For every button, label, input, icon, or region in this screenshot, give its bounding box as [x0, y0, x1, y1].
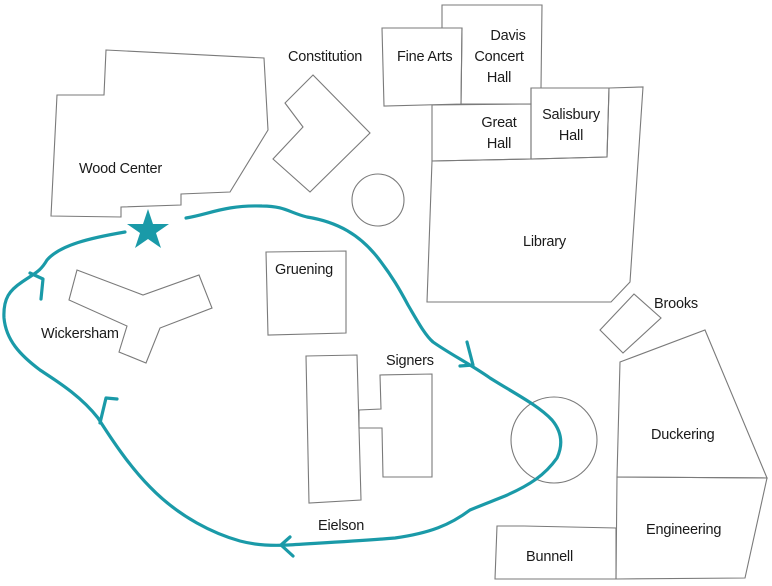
- route-path[interactable]: [2, 204, 563, 547]
- building-wood-center[interactable]: [50, 49, 269, 218]
- route-arrow-northeast-icon: [28, 271, 45, 301]
- building-wickersham[interactable]: [68, 269, 213, 364]
- building-eielson[interactable]: [305, 354, 362, 504]
- route-arrow-southeast-icon: [458, 340, 475, 368]
- route-arrow-north-icon: [98, 396, 119, 425]
- label-engineering: Engineering: [646, 522, 721, 538]
- label-davis-line-2: Concert: [474, 49, 524, 65]
- plaza-circle-south: [510, 396, 598, 484]
- label-davis-line-3: Hall: [487, 70, 511, 86]
- label-library: Library: [523, 234, 567, 250]
- building-brooks[interactable]: [599, 293, 662, 354]
- label-eielson: Eielson: [318, 518, 364, 534]
- route-arrow-west-icon: [279, 535, 295, 558]
- label-gruening: Gruening: [275, 262, 333, 278]
- walking-route: [2, 204, 563, 558]
- building-labels: Wood Center Constitution Fine Arts Davis…: [41, 28, 722, 565]
- label-signers: Signers: [386, 353, 434, 369]
- building-constitution[interactable]: [272, 74, 371, 193]
- label-davis-line-1: Davis: [490, 28, 525, 44]
- building-fine-arts[interactable]: [381, 27, 463, 107]
- building-signers[interactable]: [358, 373, 433, 478]
- label-salisbury-line-1: Salisbury: [542, 107, 601, 123]
- label-great-line-1: Great: [481, 115, 516, 131]
- label-wickersham: Wickersham: [41, 326, 119, 342]
- start-star-icon[interactable]: [127, 209, 169, 248]
- label-great-line-2: Hall: [487, 136, 511, 152]
- building-duckering[interactable]: [616, 329, 768, 479]
- label-duckering: Duckering: [651, 427, 715, 443]
- building-gruening[interactable]: [265, 250, 347, 336]
- building-salisbury-hall[interactable]: [530, 87, 610, 160]
- label-wood-center: Wood Center: [79, 161, 162, 177]
- label-constitution: Constitution: [288, 49, 362, 65]
- label-bunnell: Bunnell: [526, 549, 573, 565]
- plaza-circle-north: [351, 173, 405, 227]
- label-brooks: Brooks: [654, 296, 698, 312]
- label-salisbury-line-2: Hall: [559, 128, 583, 144]
- buildings: [50, 4, 768, 580]
- building-library[interactable]: [426, 86, 644, 303]
- label-fine-arts: Fine Arts: [397, 49, 452, 65]
- building-great-hall[interactable]: [431, 103, 532, 162]
- building-bunnell[interactable]: [494, 525, 617, 580]
